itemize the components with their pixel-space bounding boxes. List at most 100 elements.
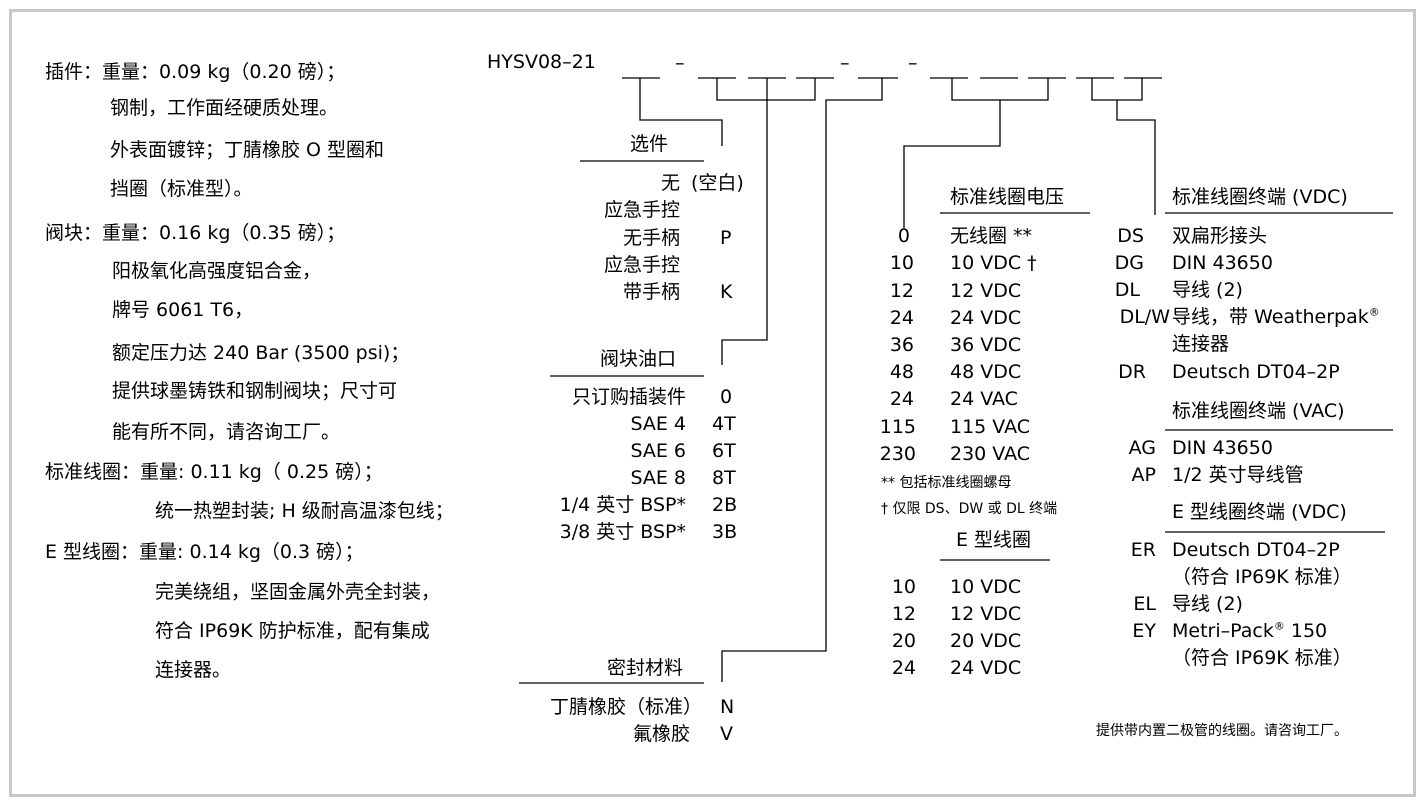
voltage-code: 12: [889, 280, 914, 302]
port-code: 2B: [712, 494, 738, 516]
option-connector: [639, 78, 723, 146]
code-dash: –: [675, 52, 685, 74]
cartridge-spec-heading: 插件：重量：0.09 kg（0.20 磅）；: [45, 61, 346, 83]
page-frame: [9, 9, 1416, 797]
option-label: 无手柄: [622, 227, 680, 249]
e-voltage-code: 24: [891, 657, 916, 679]
port-bracket: [716, 78, 816, 101]
term-label: 导线，带 Weatherpak®: [1172, 305, 1380, 328]
ecoil-spec-line: 符合 IP69K 防护标准，配有集成: [155, 620, 430, 642]
option-code: (空白): [691, 172, 744, 194]
voltage-label: 230 VAC: [950, 443, 1031, 465]
voltage-code: 48: [889, 361, 914, 383]
port-code: 0: [720, 386, 733, 408]
term-label: 连接器: [1172, 333, 1230, 355]
voltage-label: 12 VDC: [950, 280, 1022, 302]
term-code: EL: [1133, 593, 1156, 615]
term-e-title: E 型线圈终端 (VDC): [1172, 501, 1347, 523]
option-label: 应急手控: [603, 199, 680, 221]
voltage-bracket: [951, 78, 1049, 101]
voltage-label: 无线圈 **: [950, 225, 1033, 247]
ecoil-spec-line: 连接器。: [155, 659, 232, 681]
port-label: 3/8 英寸 BSP*: [559, 521, 686, 543]
e-voltage-label: 12 VDC: [950, 603, 1022, 625]
term-code: AP: [1131, 464, 1156, 486]
body-spec-line: 牌号 6061 T6，: [112, 299, 254, 321]
body-spec-line: 能有所不同，请咨询工厂。: [112, 421, 341, 443]
port-code: 6T: [712, 440, 736, 462]
e-voltage-label: 10 VDC: [950, 576, 1022, 598]
footnote: 提供带内置二极管的线圈。请咨询工厂。: [1096, 723, 1348, 739]
voltage-connector: [903, 100, 1001, 228]
term-vac-title: 标准线圈终端 (VAC): [1172, 400, 1345, 422]
term-label: 双扁形接头: [1172, 225, 1268, 247]
seal-connector: [721, 78, 883, 682]
voltage-code: 10: [889, 252, 914, 274]
voltage-code: 115: [879, 416, 916, 438]
body-spec-heading: 阀块：重量：0.16 kg（0.35 磅）；: [45, 222, 346, 244]
term-code: DR: [1118, 361, 1146, 383]
term-label: Deutsch DT04–2P: [1172, 539, 1340, 561]
body-spec-line: 阳极氧化高强度铝合金，: [112, 260, 322, 282]
e-voltage-label: 20 VDC: [950, 630, 1022, 652]
port-label: SAE 8: [630, 467, 686, 489]
port-label: 只订购插装件: [571, 386, 686, 408]
term-code: DS: [1117, 225, 1144, 247]
seals-title: 密封材料: [607, 657, 684, 679]
e-voltage-label: 24 VDC: [950, 657, 1022, 679]
coil-spec-heading: 标准线圈：重量: 0.11 kg（ 0.25 磅）；: [45, 461, 383, 483]
termination-connector: [1116, 100, 1156, 215]
voltage-footnote: † 仅限 DS、DW 或 DL 终端: [881, 501, 1058, 517]
voltage-label: 36 VDC: [950, 334, 1022, 356]
term-vdc-title: 标准线圈终端 (VDC): [1172, 186, 1348, 208]
code-dash: –: [908, 52, 918, 74]
term-code: DG: [1114, 252, 1144, 274]
options-title: 选件: [630, 133, 669, 155]
option-code: P: [720, 227, 732, 249]
term-label: DIN 43650: [1172, 252, 1273, 274]
ecoil-spec-line: 完美绕组，坚固金属外壳全封装，: [155, 581, 441, 603]
voltage-label: 24 VDC: [950, 307, 1022, 329]
termination-bracket: [1091, 78, 1143, 101]
cartridge-spec-line: 外表面镀锌；丁腈橡胶 O 型圈和: [110, 139, 385, 161]
port-code: 8T: [712, 467, 736, 489]
e-voltage-code: 20: [891, 630, 916, 652]
voltage-code: 24: [889, 388, 914, 410]
term-label: 导线 (2): [1172, 279, 1243, 301]
term-code: AG: [1128, 437, 1156, 459]
e-voltage-title: E 型线圈: [956, 529, 1032, 551]
term-code: DL/W: [1119, 306, 1170, 328]
voltage-label: 48 VDC: [950, 361, 1022, 383]
body-spec-line: 提供球墨铸铁和钢制阀块；尺寸可: [112, 380, 398, 402]
cartridge-spec-line: 钢制，工作面经硬质处理。: [110, 97, 339, 119]
term-code: ER: [1130, 539, 1156, 561]
port-label: SAE 4: [630, 413, 686, 435]
voltage-code: 36: [889, 334, 914, 356]
ports-title: 阀块油口: [600, 348, 677, 370]
body-spec-line: 额定压力达 240 Bar (3500 psi)；: [112, 342, 410, 364]
std-voltage-title: 标准线圈电压: [950, 186, 1065, 208]
code-dash: –: [840, 52, 850, 74]
port-label: SAE 6: [630, 440, 686, 462]
option-label: 无: [660, 172, 680, 194]
port-code: 3B: [712, 521, 738, 543]
voltage-code: 0: [897, 225, 910, 247]
option-code: K: [720, 281, 733, 303]
option-label: 应急手控: [603, 254, 680, 276]
voltage-label: 24 VAC: [950, 388, 1018, 410]
term-label: Deutsch DT04–2P: [1172, 361, 1340, 383]
term-label: Metri–Pack® 150: [1172, 619, 1328, 642]
port-label: 1/4 英寸 BSP*: [559, 494, 686, 516]
voltage-footnote: ** 包括标准线圈螺母: [881, 475, 1012, 491]
seal-label: 丁腈橡胶（标准）: [549, 696, 702, 718]
term-label: DIN 43650: [1172, 437, 1273, 459]
term-label: 1/2 英寸导线管: [1172, 464, 1304, 486]
cartridge-spec-line: 挡圈（标准型）。: [110, 178, 253, 200]
voltage-label: 115 VAC: [950, 416, 1031, 438]
port-code: 4T: [712, 413, 736, 435]
option-label: 带手柄: [622, 281, 680, 303]
term-label: 导线 (2): [1172, 593, 1243, 615]
seal-code: N: [720, 696, 735, 718]
term-label: （符合 IP69K 标准）: [1172, 566, 1352, 588]
